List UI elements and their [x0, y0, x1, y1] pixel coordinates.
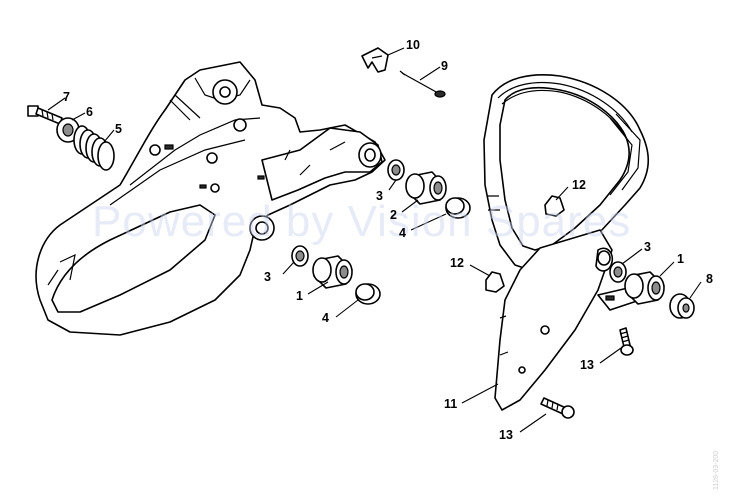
- callout-3-upper: 3: [376, 189, 383, 203]
- callout-2: 2: [390, 208, 397, 222]
- callout-8: 8: [706, 272, 713, 286]
- part-1-buffer-right: [624, 271, 665, 305]
- callout-13-lower: 13: [499, 428, 513, 442]
- part-12-plug-upper: [544, 195, 565, 217]
- part-4-plug-middle: [355, 283, 381, 305]
- callout-13-upper: 13: [580, 358, 594, 372]
- callout-4-upper: 4: [399, 226, 406, 240]
- callout-6: 6: [86, 105, 93, 119]
- part-12-plug-lower: [485, 271, 505, 293]
- leader-lines: [47, 47, 702, 433]
- part-7-screw: [27, 105, 63, 125]
- callout-numbers: 10 9 7 6 5 12 3 2 4 3 1 4 12 3 1 8 13 11…: [63, 38, 713, 442]
- part-4-plug-upper: [445, 197, 471, 219]
- callout-4-middle: 4: [322, 311, 329, 325]
- callout-12-upper: 12: [572, 178, 586, 192]
- part-3-ring-upper: [387, 159, 405, 181]
- callout-9: 9: [441, 59, 448, 73]
- callout-11: 11: [444, 397, 457, 411]
- part-5-spring: [73, 125, 115, 171]
- callout-5: 5: [115, 122, 122, 136]
- part-2-buffer: [405, 171, 447, 205]
- callout-7: 7: [63, 90, 70, 104]
- engine-housing: [35, 61, 386, 336]
- part-6-nut: [56, 117, 80, 143]
- callout-10: 10: [406, 38, 420, 52]
- part-13-screw-lower: [540, 397, 575, 419]
- callout-12-lower: 12: [450, 256, 464, 270]
- part-9-pin: [399, 70, 446, 98]
- side-code: 1128-03-200: [713, 451, 720, 490]
- handlebar: [483, 74, 650, 411]
- callout-3-right: 3: [644, 240, 651, 254]
- callout-1-right: 1: [677, 252, 684, 266]
- callout-1-middle: 1: [296, 289, 303, 303]
- part-1-buffer-middle: [312, 255, 353, 289]
- part-13-screw-upper: [619, 327, 634, 356]
- part-10-clip: [361, 47, 389, 73]
- watermark-text: Powered by Vision Spares: [92, 197, 631, 246]
- callout-3-middle: 3: [264, 270, 271, 284]
- part-8-collar-screw: [669, 293, 695, 319]
- part-3-ring-middle: [291, 245, 309, 267]
- part-3-ring-right: [609, 261, 627, 283]
